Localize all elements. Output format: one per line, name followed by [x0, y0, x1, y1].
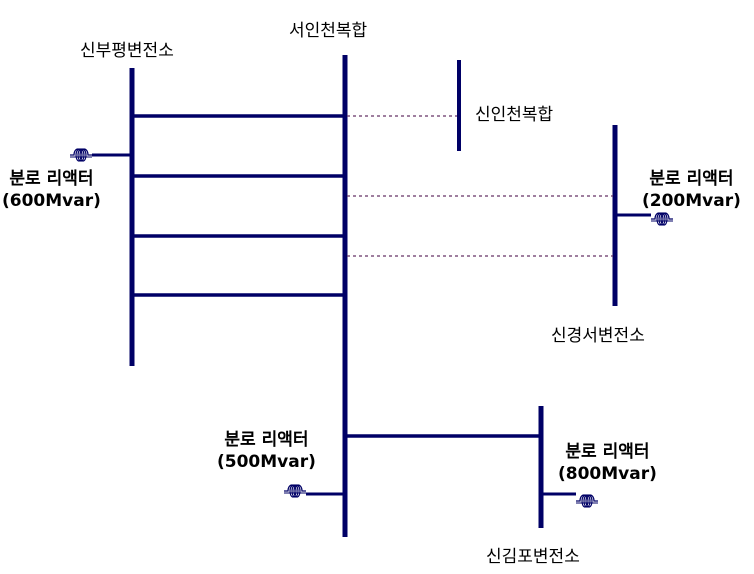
coil-icon	[70, 148, 92, 162]
label-sinbupyeong: 신부평변전소	[80, 41, 174, 61]
reactor-800-rating: (800Mvar)	[558, 464, 657, 484]
reactor-200-name: 분로 리액터	[649, 169, 734, 189]
reactor-500-rating: (500Mvar)	[217, 452, 316, 472]
label-reactor-200: 분로 리액터 (200Mvar)	[642, 168, 741, 212]
label-reactor-500: 분로 리액터 (500Mvar)	[217, 429, 316, 473]
reactor-500-name: 분로 리액터	[224, 430, 309, 450]
label-sinincheon: 신인천복합	[475, 105, 554, 125]
reactor-600-name: 분로 리액터	[9, 169, 94, 189]
label-reactor-600: 분로 리액터 (600Mvar)	[2, 168, 101, 212]
label-reactor-800: 분로 리액터 (800Mvar)	[558, 441, 657, 485]
coil-icon	[284, 484, 306, 498]
coil-icon	[576, 494, 598, 508]
label-seoincheon: 서인천복합	[289, 21, 368, 41]
reactor-800-name: 분로 리액터	[565, 442, 650, 462]
coil-icon	[651, 212, 673, 226]
label-singyeongseo: 신경서변전소	[551, 326, 645, 346]
reactor-200-rating: (200Mvar)	[642, 191, 741, 211]
label-singimpo: 신김포변전소	[486, 547, 580, 567]
reactor-600-rating: (600Mvar)	[2, 191, 101, 211]
